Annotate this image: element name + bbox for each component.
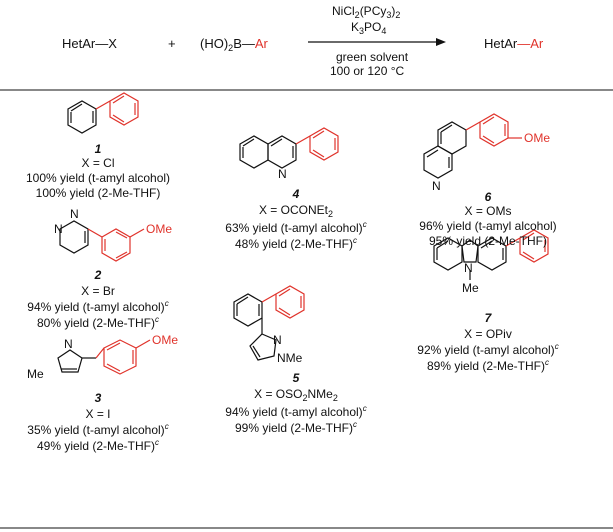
compound-6-structure: [423, 113, 522, 179]
reaction-arrow-head: [436, 38, 446, 46]
compound-6-ome: OMe: [524, 131, 550, 145]
compound-2-structure: [59, 220, 145, 262]
temperature-label: 100 or 120 °C: [330, 64, 405, 78]
compound-3-ome: OMe: [152, 333, 178, 347]
compound-6-ring-n: N: [432, 179, 441, 193]
compound-6-yield2: 95% yield (2-Me-THF): [429, 234, 547, 248]
compound-3-structure: [57, 339, 151, 375]
reactant-hetar-x: HetAr—X: [62, 36, 117, 51]
compound-3-ring-n: N: [64, 337, 73, 351]
solvent-label: green solvent: [336, 50, 409, 64]
compound-7-x: X = OPiv: [464, 327, 512, 341]
compound-7-yield1: 92% yield (t-amyl alcohol)c: [417, 342, 558, 357]
compound-6-x: X = OMs: [464, 204, 511, 218]
compound-1-number: 1: [95, 142, 102, 156]
compound-1-yield2: 100% yield (2-Me-THF): [36, 186, 161, 200]
boronic-acid: (HO)2B—Ar: [200, 36, 269, 53]
compound-4-x: X = OCONEt2: [259, 203, 333, 219]
compound-1-x: X = Cl: [81, 156, 114, 170]
compound-3-yield2: 49% yield (2-Me-THF)c: [37, 438, 159, 453]
compound-3-yield1: 35% yield (t-amyl alcohol)c: [27, 422, 168, 437]
compound-3-x: X = I: [85, 407, 110, 421]
compound-4-yield1: 63% yield (t-amyl alcohol)c: [225, 220, 366, 235]
compound-2-x: X = Br: [81, 284, 115, 298]
compound-7-structure: [433, 229, 549, 280]
compound-3-number: 3: [95, 391, 102, 405]
compound-3-n-me: Me: [27, 367, 44, 381]
compound-2-yield2: 80% yield (2-Me-THF)c: [37, 315, 159, 330]
compound-7-ring-n: N: [464, 261, 473, 275]
product-label: HetAr—Ar: [484, 36, 544, 51]
plus-sign: +: [168, 36, 176, 51]
compound-6-number: 6: [485, 190, 492, 204]
compound-5-yield1: 94% yield (t-amyl alcohol)c: [225, 404, 366, 419]
compound-5-number: 5: [293, 371, 300, 385]
catalyst-label: NiCl2(PCy3)2: [332, 4, 400, 20]
compound-2-ring-n1: N: [54, 222, 63, 236]
compound-4-number: 4: [292, 187, 300, 201]
compound-1-structure: [67, 92, 139, 134]
base-label: K3PO4: [351, 20, 386, 36]
compound-2-yield1: 94% yield (t-amyl alcohol)c: [27, 299, 168, 314]
compound-5-structure: [233, 285, 305, 361]
compound-1-yield1: 100% yield (t-amyl alcohol): [26, 171, 170, 185]
compound-4-yield2: 48% yield (2-Me-THF)c: [235, 236, 357, 251]
compound-7-n-me: Me: [462, 281, 479, 295]
compound-5-yield2: 99% yield (2-Me-THF)c: [235, 420, 357, 435]
compound-6-yield1: 96% yield (t-amyl alcohol): [419, 219, 556, 233]
compound-5-ring-n: N: [273, 333, 282, 347]
compound-2-number: 2: [94, 268, 102, 282]
compound-7-number: 7: [485, 311, 493, 325]
compound-4-structure: [239, 127, 339, 169]
compound-4-ring-n: N: [278, 167, 287, 181]
compound-5-x: X = OSO2NMe2: [254, 387, 338, 403]
compound-5-n-me: NMe: [277, 351, 303, 365]
compound-2-ring-n2: N: [70, 207, 79, 221]
compound-7-yield2: 89% yield (2-Me-THF)c: [427, 358, 549, 373]
compound-2-ome: OMe: [146, 222, 172, 236]
